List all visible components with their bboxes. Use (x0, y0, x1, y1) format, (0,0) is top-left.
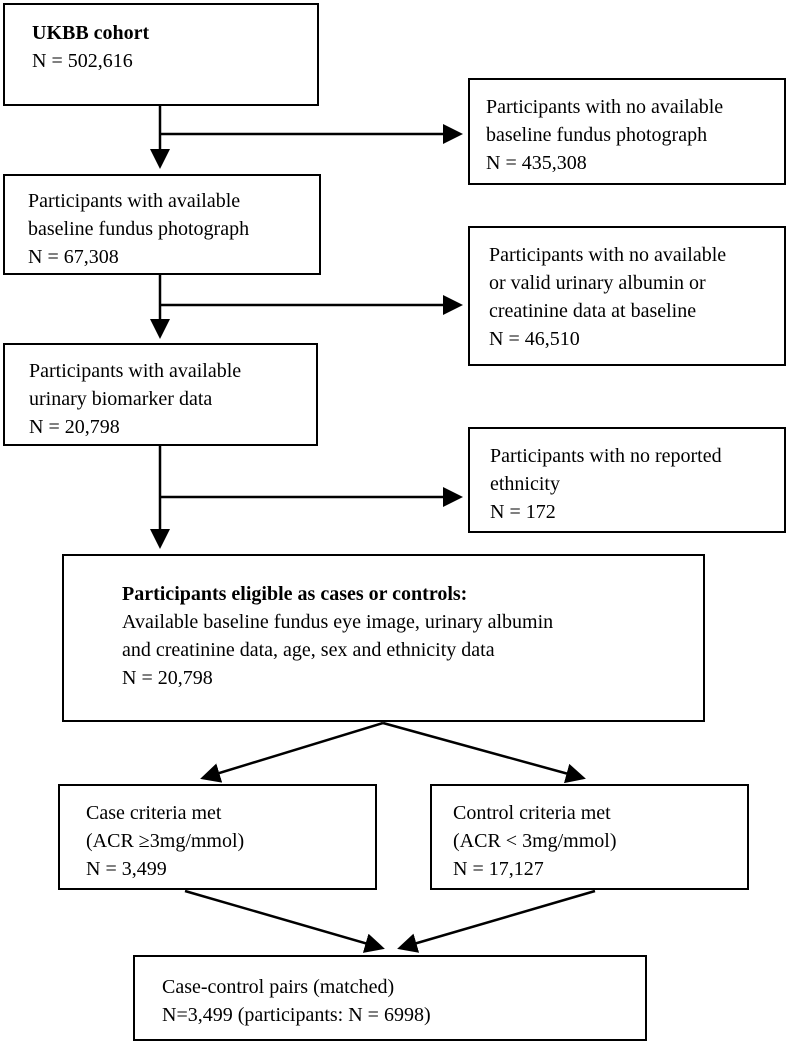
node-text: or valid urinary albumin or (489, 272, 706, 294)
node-count: N = 17,127 (453, 858, 544, 880)
node-count: N = 20,798 (122, 667, 213, 689)
node-case-criteria: Case criteria met (ACR ≥3mg/mmol) N = 3,… (58, 784, 377, 890)
node-count: N = 172 (490, 501, 556, 523)
node-text: and creatinine data, age, sex and ethnic… (122, 639, 495, 661)
arrow-eligible-to-case (200, 721, 384, 783)
arrow-case-to-matched (184, 889, 385, 953)
node-control-criteria: Control criteria met (ACR < 3mg/mmol) N … (430, 784, 749, 890)
node-text: (ACR < 3mg/mmol) (453, 830, 617, 852)
arrow-eligible-to-control (382, 721, 586, 784)
node-count: N = 20,798 (29, 416, 120, 438)
node-text: Participants with available (28, 190, 241, 212)
node-text: creatinine data at baseline (489, 300, 697, 322)
node-text: urinary biomarker data (29, 388, 213, 410)
node-excluded-no-ethnicity: Participants with no reported ethnicity … (468, 427, 786, 533)
node-text: Available baseline fundus eye image, uri… (122, 611, 554, 633)
node-count: N = 502,616 (32, 50, 133, 72)
node-text: Control criteria met (453, 802, 611, 824)
node-excluded-no-urinary-data: Participants with no available or valid … (468, 226, 786, 366)
node-text: ethnicity (490, 473, 560, 495)
node-count: N = 67,308 (28, 246, 119, 268)
node-title: UKBB cohort (32, 22, 150, 44)
node-count: N = 46,510 (489, 328, 580, 350)
node-available-biomarker: Participants with available urinary biom… (3, 343, 318, 446)
node-text: Case criteria met (86, 802, 222, 824)
node-text: Case-control pairs (matched) (162, 976, 395, 998)
node-title: Participants eligible as cases or contro… (122, 583, 468, 605)
node-text: baseline fundus photograph (486, 124, 708, 146)
node-text: Participants with available (29, 360, 242, 382)
node-matched-pairs: Case-control pairs (matched) N=3,499 (pa… (133, 955, 647, 1041)
node-text: Participants with no available (489, 244, 727, 266)
node-text: (ACR ≥3mg/mmol) (86, 830, 245, 852)
node-count: N=3,499 (participants: N = 6998) (162, 1004, 431, 1026)
node-text: baseline fundus photograph (28, 218, 250, 240)
arrow-control-to-matched (397, 889, 596, 953)
node-count: N = 435,308 (486, 152, 587, 174)
node-eligible-cases-controls: Participants eligible as cases or contro… (62, 554, 705, 722)
node-count: N = 3,499 (86, 858, 167, 880)
node-available-fundus: Participants with available baseline fun… (3, 174, 321, 275)
node-text: Participants with no reported (490, 445, 722, 467)
node-excluded-no-fundus: Participants with no available baseline … (468, 78, 786, 185)
node-text: Participants with no available (486, 96, 724, 118)
node-ukbb-cohort: UKBB cohort N = 502,616 (3, 3, 319, 106)
